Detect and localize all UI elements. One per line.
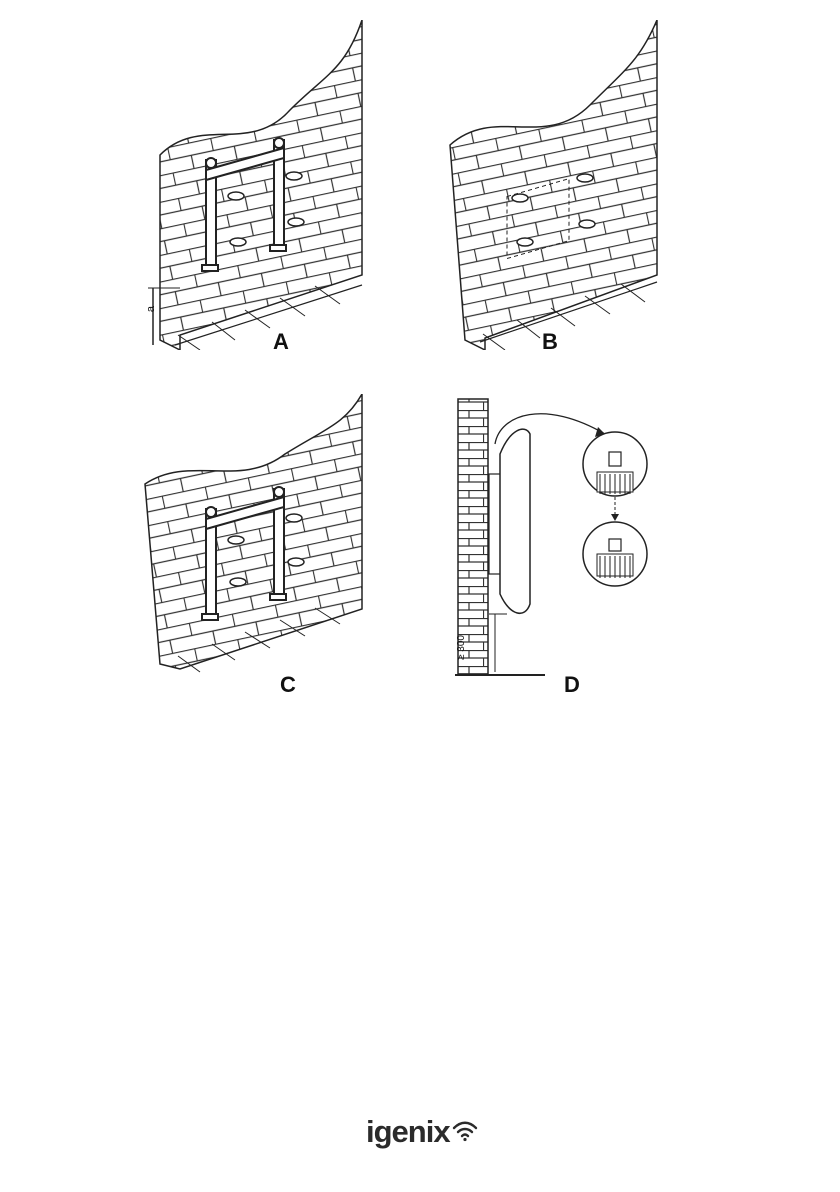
panel-b: B	[425, 20, 665, 350]
dimension-label-d: ≥ 300	[456, 635, 467, 660]
panel-label-d: D	[564, 672, 580, 698]
brand-logo: igenix	[366, 1114, 478, 1150]
brand-name: igenix	[366, 1114, 450, 1150]
wall-with-anchors-illustration	[425, 20, 665, 350]
wall-with-bracket-illustration	[140, 20, 370, 350]
panel-a: a A	[140, 20, 370, 350]
panel-label-c: C	[280, 672, 296, 698]
panel-label-a: A	[273, 329, 289, 355]
heater-bracket-illustration	[140, 394, 370, 674]
dimension-label-a: a	[145, 306, 157, 312]
panel-label-b: B	[542, 329, 558, 355]
wifi-icon	[452, 1120, 478, 1142]
panel-c: C	[140, 394, 370, 674]
side-view-illustration	[455, 394, 675, 684]
panel-d: ≥ 300 D	[455, 394, 675, 684]
